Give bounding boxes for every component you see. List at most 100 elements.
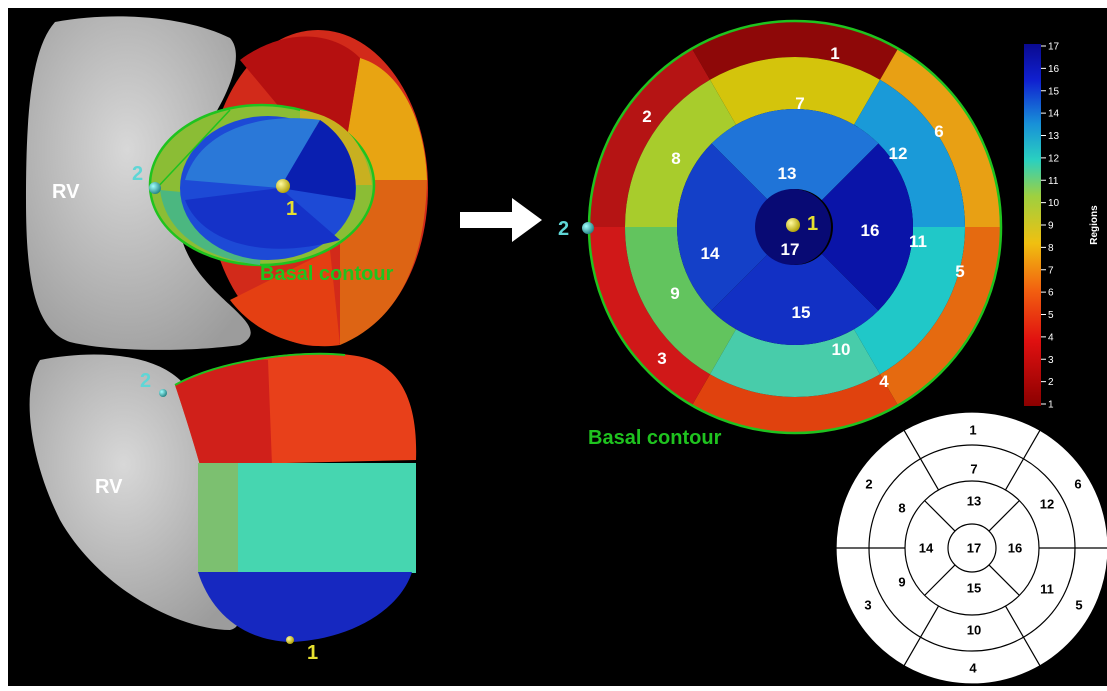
bullseye-label-14: 14 (701, 244, 720, 263)
bullseye-segment-6 (880, 48, 1001, 227)
heart-lateral-view: RV 2 1 (29, 352, 417, 664)
schematic-divider (988, 564, 1020, 596)
schematic-label-6: 6 (1074, 477, 1081, 492)
figure-svg: RV 2 1 Basal contour RV 2 1 123456789101… (26, 16, 1107, 685)
schematic-label-12: 12 (1040, 497, 1054, 512)
bullseye-basal-contour-label: Basal contour (588, 427, 722, 449)
lv-cavity-segment-16 (280, 120, 356, 200)
schematic-divider (903, 605, 940, 667)
schematic-divider (903, 429, 940, 491)
schematic-label-4: 4 (969, 661, 977, 676)
bullseye-label-7: 7 (795, 94, 804, 113)
transform-arrow-icon (460, 198, 542, 242)
rv-label-bottom: RV (95, 476, 123, 498)
lv-segment-4 (230, 250, 340, 347)
colorbar-tick-label: 4 (1048, 332, 1054, 343)
bullseye-segment-5 (880, 227, 1001, 406)
schematic-label-1: 1 (969, 423, 976, 438)
colorbar-tick-label: 15 (1048, 86, 1060, 97)
landmark-1-label-bottom: 1 (307, 642, 318, 664)
landmark-2-label-bottom: 2 (140, 370, 151, 392)
bullseye-segment-8 (625, 79, 736, 227)
landmark-2-marker (149, 182, 161, 194)
bullseye-label-1: 1 (830, 44, 839, 63)
schematic-divider (924, 500, 956, 532)
rv-bottom (29, 354, 239, 630)
heart-basal-view: RV 2 1 Basal contour (26, 16, 428, 350)
schematic-label-11: 11 (1040, 582, 1054, 597)
colorbar-tick-label: 3 (1048, 355, 1054, 366)
schematic-label-5: 5 (1075, 598, 1082, 613)
bullseye-label-9: 9 (670, 284, 679, 303)
bullseye-label-6: 6 (934, 122, 943, 141)
schematic-label-2: 2 (865, 477, 872, 492)
bullseye-label-4: 4 (879, 372, 889, 391)
bullseye-segment-14 (677, 143, 769, 311)
colorbar-tick-label: 2 (1048, 377, 1054, 388)
bullseye-label-12: 12 (889, 144, 908, 163)
schematic-label-7: 7 (970, 462, 977, 477)
rv-top (26, 16, 251, 350)
landmark-1-marker (276, 179, 290, 193)
bullseye-label-15: 15 (792, 303, 811, 322)
colorbar-tick-label: 17 (1048, 42, 1060, 53)
colorbar-tick-label: 6 (1048, 288, 1054, 299)
schematic-label-17: 17 (967, 541, 981, 556)
landmark-2-marker-bottom (159, 389, 167, 397)
landmark-1-label-top: 1 (286, 198, 297, 220)
basal-contour-label-top: Basal contour (260, 263, 394, 285)
lv-mid-segment-9 (198, 463, 238, 573)
bullseye-segment-7 (710, 56, 880, 125)
lv-apical-band (198, 572, 412, 642)
colorbar-tick-label: 5 (1048, 310, 1054, 321)
bullseye-label-17: 17 (781, 240, 800, 259)
schematic-label-3: 3 (864, 598, 871, 613)
schematic-divider (988, 500, 1020, 532)
colorbar-tick-label: 13 (1048, 131, 1060, 142)
bullseye-landmark-1-label: 1 (807, 213, 818, 235)
bullseye-segment-11 (854, 227, 965, 375)
schematic-label-15: 15 (967, 581, 981, 596)
rv-label-top: RV (52, 181, 80, 203)
colorbar-tick-label: 7 (1048, 265, 1054, 276)
schematic-divider (1004, 429, 1041, 491)
colorbar-tick-label: 10 (1048, 198, 1060, 209)
schematic-label-16: 16 (1008, 541, 1022, 556)
schematic-label-10: 10 (967, 623, 981, 638)
colorbar-tick-label: 16 (1048, 64, 1060, 75)
bullseye-label-5: 5 (955, 262, 964, 281)
colorbar-title: Regions (1089, 205, 1100, 245)
colorbar-gradient (1024, 44, 1041, 406)
schematic-ring-2 (947, 523, 997, 573)
colorbar-tick-label: 12 (1048, 153, 1060, 164)
schematic-label-9: 9 (898, 575, 905, 590)
lv-cavity-segment-13 (185, 118, 320, 188)
bullseye-label-10: 10 (832, 340, 851, 359)
basal-contour-line (154, 109, 231, 191)
schematic-divider (1004, 605, 1041, 667)
basal-contour-line-bottom (174, 352, 346, 386)
bullseye-segment-12 (854, 79, 965, 227)
bullseye-segment-16 (821, 143, 914, 311)
schematic-label-8: 8 (898, 501, 905, 516)
bullseye-segment-13 (711, 109, 879, 201)
bullseye-segment-10 (710, 329, 880, 397)
schematic-divider (924, 564, 956, 596)
bullseye-label-11: 11 (909, 232, 927, 251)
colorbar-tick-label: 11 (1048, 176, 1059, 187)
landmark-1-marker-bottom (286, 636, 294, 644)
bullseye-segment-15 (711, 253, 879, 345)
colorbar-tick-label: 1 (1048, 400, 1054, 411)
bullseye-label-13: 13 (778, 164, 797, 183)
lv-cavity-segment-15 (185, 188, 340, 249)
schematic-label-14: 14 (919, 541, 934, 556)
bullseye-landmark-1-marker (786, 218, 800, 232)
bullseye-segment-4 (692, 374, 898, 433)
bullseye-label-3: 3 (657, 349, 666, 368)
bullseye-segment-9 (625, 227, 736, 375)
